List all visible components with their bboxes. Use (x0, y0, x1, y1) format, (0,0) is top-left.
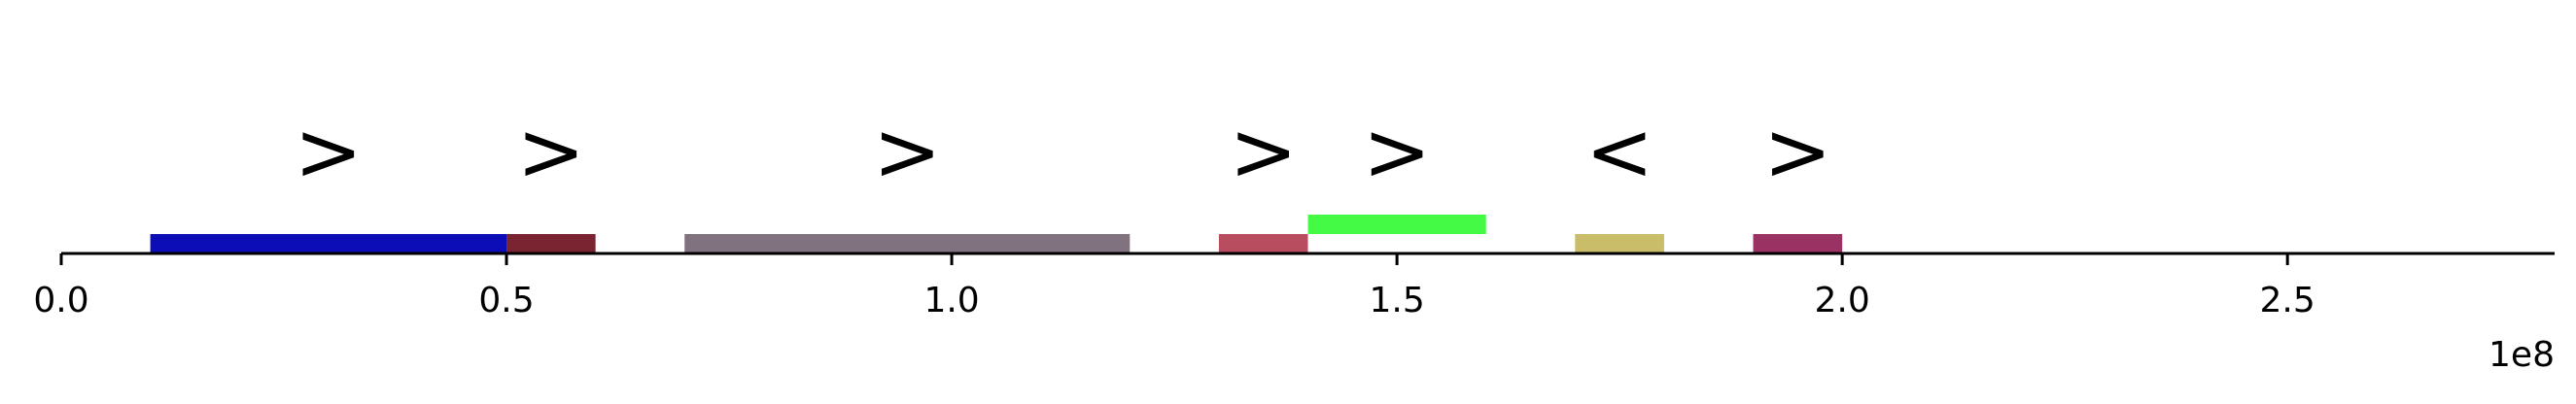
x-tick-label: 1.0 (923, 281, 979, 320)
x-tick-label: 2.0 (1815, 281, 1870, 320)
strand-marker-4: > (1230, 104, 1298, 199)
segment-bar-7 (1753, 234, 1843, 253)
segment-bar-6 (1575, 234, 1664, 253)
segment-bar-4 (1218, 234, 1308, 253)
strand-marker-3: > (873, 104, 941, 199)
strand-marker-6: < (1585, 104, 1654, 199)
segment-bar-5 (1307, 215, 1486, 234)
strand-marker-2: > (517, 104, 585, 199)
segments-layer (150, 215, 1843, 253)
segment-bar-3 (684, 234, 1131, 253)
segment-bar-2 (506, 234, 596, 253)
strand-marker-1: > (295, 104, 363, 199)
strand-marker-5: > (1363, 104, 1431, 199)
x-tick-label: 2.5 (2260, 281, 2315, 320)
x-tick-label: 0.0 (33, 281, 88, 320)
x-tick-label: 0.5 (478, 281, 534, 320)
x-tick-label: 1.5 (1369, 281, 1424, 320)
x-axis-offset-label: 1e8 (2489, 335, 2555, 375)
strand-markers-layer: > > > > > < > (295, 104, 1832, 199)
segment-bar-1 (150, 234, 507, 253)
strand-marker-7: > (1763, 104, 1831, 199)
x-ticks-layer: 0.0 0.5 1.0 1.5 2.0 2.5 (33, 253, 2315, 320)
